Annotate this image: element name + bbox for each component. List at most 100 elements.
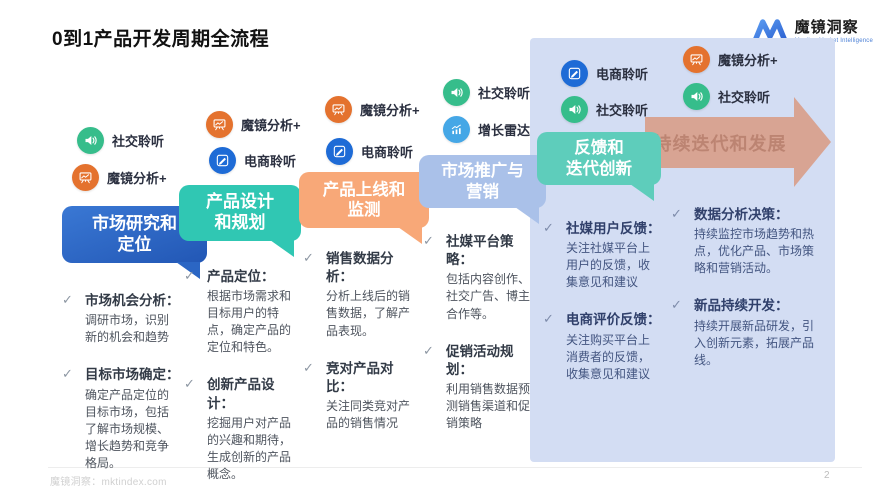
stage5-tool-ecom: 电商聆听 [561, 60, 648, 87]
list-item: ✓ 产品定位： 根据市场需求和目标用户的特点，确定产品的定位和特色。 [184, 268, 300, 356]
pencil-icon [209, 147, 236, 174]
item-label: 数据分析决策： [694, 207, 789, 222]
final-stage-title: 持续迭代和发展 [653, 133, 787, 154]
speaker-icon [443, 79, 470, 106]
stage4-title-line1: 市场推广与 [441, 162, 524, 181]
list-item: ✓ 创新产品设计： 挖掘用户对产品的兴趣和期待，生成创新的产品概念。 [184, 376, 300, 483]
stage3-banner: 产品上线和 监测 [299, 172, 429, 244]
stage5-banner: 反馈和 迭代创新 [537, 132, 661, 201]
tool-label: 电商聆听 [596, 67, 649, 82]
item-desc: 分析上线后的销售数据，了解产品表现。 [326, 289, 411, 338]
stage1-title-line1: 市场研究和 [92, 213, 177, 233]
check-icon: ✓ [671, 206, 682, 221]
pencil-icon [326, 138, 353, 165]
item-desc: 包括内容创作、社交广告、博主合作等。 [446, 272, 531, 321]
item-label: 社媒平台策略： [446, 234, 514, 268]
tool-label: 社交聆听 [718, 90, 771, 105]
presentation-icon [72, 164, 99, 191]
speaker-icon [77, 127, 104, 154]
stage2-title-line1: 产品设计 [206, 192, 274, 212]
item-desc: 调研市场，识别新的机会和趋势 [85, 313, 170, 345]
presentation-icon [683, 46, 710, 73]
item-desc: 关注同类竞对产品的销售情况 [326, 398, 411, 430]
item-label: 目标市场确定： [85, 367, 180, 383]
list-item: ✓ 社媒用户反馈： 关注社媒平台上用户的反馈，收集意见和建议 [543, 220, 661, 291]
item-label: 社媒用户反馈： [566, 221, 661, 236]
speaker-icon [683, 83, 710, 110]
tool-label: 电商聆听 [244, 154, 297, 169]
item-desc: 关注社媒平台上用户的反馈，收集意见和建议 [566, 241, 651, 290]
tool-label: 魔镜分析+ [241, 118, 301, 133]
stage3-tool-ecom: 电商聆听 [326, 138, 413, 165]
stage3-tool-mojing: 魔镜分析+ [325, 96, 420, 123]
tool-label: 增长雷达 [478, 123, 531, 138]
page-title: 0到1产品开发周期全流程 [52, 29, 270, 50]
check-icon: ✓ [184, 268, 195, 283]
presentation-icon [325, 96, 352, 123]
check-icon: ✓ [543, 311, 554, 327]
speaker-icon [561, 96, 588, 123]
check-icon: ✓ [303, 359, 314, 375]
m-logo-icon [751, 16, 789, 51]
list-item: ✓ 社媒平台策略： 包括内容创作、社交广告、博主合作等。 [423, 233, 539, 323]
tool-label: 魔镜分析+ [718, 53, 778, 68]
item-label: 产品定位： [207, 269, 275, 284]
final-tool-social: 社交聆听 [683, 83, 770, 110]
check-icon: ✓ [303, 250, 314, 265]
stage1-title-line2: 定位 [117, 234, 152, 254]
item-label: 创新产品设计： [207, 377, 275, 411]
item-desc: 根据市场需求和目标用户的特点，确定产品的定位和特色。 [207, 289, 292, 355]
check-icon: ✓ [671, 297, 682, 313]
stage5-title-line2: 迭代创新 [566, 159, 632, 178]
list-item: ✓ 电商评价反馈： 关注购买平台上消费者的反馈，收集意见和建议 [543, 311, 661, 382]
item-desc: 持续监控市场趋势和热点，优化产品、市场策略和营销活动。 [694, 227, 815, 276]
final-stage-arrow: 持续迭代和发展 [645, 117, 795, 168]
tool-label: 社交聆听 [478, 86, 531, 101]
stage4-banner: 市场推广与 营销 [419, 155, 546, 224]
stage4-tool-social: 社交聆听 [443, 79, 530, 106]
check-icon: ✓ [423, 233, 434, 248]
item-label: 市场机会分析： [85, 293, 180, 308]
item-desc: 确定产品定位的目标市场，包括了解市场规模、增长趋势和竞争格局。 [85, 387, 170, 470]
stage1-tool-social: 社交聆听 [77, 127, 164, 154]
check-icon: ✓ [423, 342, 434, 358]
check-icon: ✓ [543, 220, 554, 235]
check-icon: ✓ [62, 366, 73, 382]
brand-name: 魔镜洞察 [794, 19, 859, 36]
stage2-title-line2: 和规划 [214, 213, 266, 232]
item-desc: 关注购买平台上消费者的反馈，收集意见和建议 [566, 332, 651, 381]
tool-label: 魔镜分析+ [360, 103, 420, 118]
stage2-tool-mojing: 魔镜分析+ [206, 111, 301, 138]
check-icon: ✓ [62, 292, 73, 307]
final-checklist: ✓ 数据分析决策： 持续监控市场趋势和热点，优化产品、市场策略和营销活动。 ✓ … [671, 206, 821, 369]
list-item: ✓ 竞对产品对比： 关注同类竞对产品的销售情况 [303, 360, 419, 433]
item-label: 电商评价反馈： [566, 312, 661, 328]
stage3-title-line1: 产品上线和 [322, 180, 406, 199]
tool-label: 电商聆听 [361, 145, 414, 160]
stage2-checklist: ✓ 产品定位： 根据市场需求和目标用户的特点，确定产品的定位和特色。 ✓ 创新产… [184, 268, 300, 483]
item-label: 促销活动规划： [446, 343, 514, 377]
stage5-tool-social: 社交聆听 [561, 96, 648, 123]
tool-label: 社交聆听 [112, 134, 165, 149]
item-desc: 挖掘用户对产品的兴趣和期待，生成创新的产品概念。 [207, 415, 292, 481]
list-item: ✓ 销售数据分析： 分析上线后的销售数据，了解产品表现。 [303, 250, 419, 340]
final-stage-arrow-head [794, 97, 831, 187]
pencil-icon [561, 60, 588, 87]
growth-icon [443, 116, 470, 143]
item-label: 竞对产品对比： [326, 360, 394, 394]
list-item: ✓ 促销活动规划： 利用销售数据预测销售渠道和促销策略 [423, 343, 539, 433]
stage4-title-line2: 营销 [466, 182, 499, 201]
stage2-tool-ecom: 电商聆听 [209, 147, 296, 174]
item-desc: 利用销售数据预测销售渠道和促销策略 [446, 381, 531, 431]
list-item: ✓ 市场机会分析： 调研市场，识别新的机会和趋势 [62, 292, 180, 346]
stage3-title-line2: 监测 [347, 201, 381, 219]
tool-label: 魔镜分析+ [107, 171, 167, 186]
list-item: ✓ 新品持续开发： 持续开展新品研发，引入创新元素，拓展产品线。 [671, 297, 821, 368]
item-desc: 持续开展新品研发，引入创新元素，拓展产品线。 [694, 318, 815, 367]
final-tool-mojing: 魔镜分析+ [683, 46, 778, 73]
list-item: ✓ 数据分析决策： 持续监控市场趋势和热点，优化产品、市场策略和营销活动。 [671, 206, 821, 277]
item-label: 销售数据分析： [326, 251, 394, 285]
stage4-checklist: ✓ 社媒平台策略： 包括内容创作、社交广告、博主合作等。 ✓ 促销活动规划： 利… [423, 233, 539, 432]
list-item: ✓ 目标市场确定： 确定产品定位的目标市场，包括了解市场规模、增长趋势和竞争格局… [62, 366, 180, 471]
stage5-title-line1: 反馈和 [574, 139, 624, 158]
